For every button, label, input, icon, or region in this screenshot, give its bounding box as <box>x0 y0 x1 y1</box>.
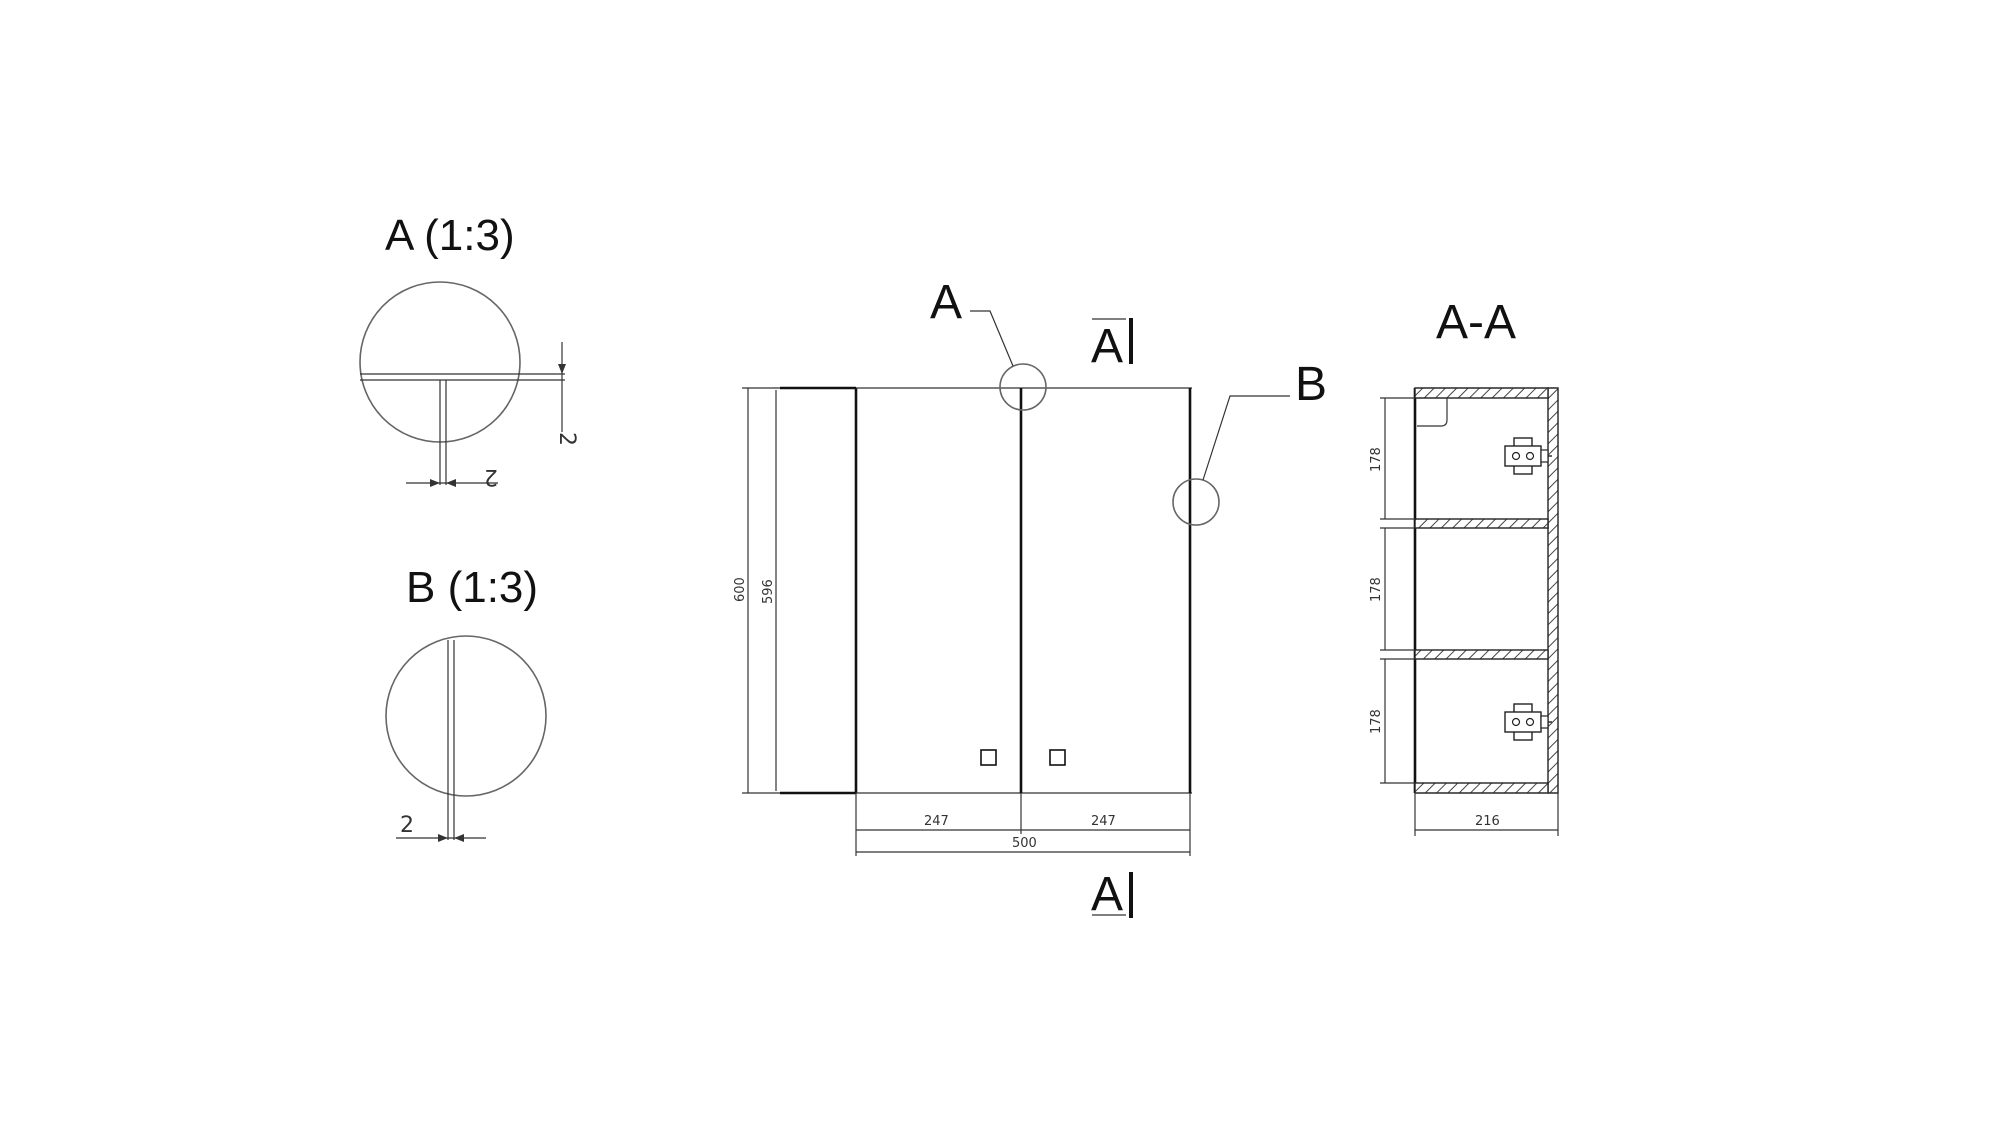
section-back-panel <box>1547 387 1559 794</box>
callout-a-label: A <box>930 276 962 329</box>
dim-height-outer: 600 <box>733 577 748 602</box>
section-mark-bottom: A <box>1091 868 1123 921</box>
dim-width-left: 247 <box>924 814 949 829</box>
hinge-top-icon <box>1504 437 1552 475</box>
section-view: A-A <box>1369 296 1559 836</box>
detail-a-title: A (1:3) <box>385 211 515 260</box>
detail-a-arrow-icon <box>558 364 566 374</box>
detail-a-arrow-icon <box>446 479 456 487</box>
front-view: A B A A 600 596 247 247 500 <box>733 276 1327 921</box>
section-shelf-2 <box>1414 649 1549 660</box>
callout-a-leader <box>970 310 1014 367</box>
dim-shelf-1: 178 <box>1369 447 1384 472</box>
left-door-handle <box>980 749 997 766</box>
section-top-panel <box>1414 387 1549 399</box>
section-bottom-panel <box>1414 782 1549 794</box>
detail-a-dim-horizontal: 2 <box>484 464 498 489</box>
corner-bracket <box>1417 397 1448 427</box>
detail-b: B (1:3) 2 <box>385 563 547 842</box>
dim-shelf-2: 178 <box>1369 577 1384 602</box>
hinge-bottom-icon <box>1504 703 1552 741</box>
callout-a-circle <box>999 363 1047 411</box>
detail-b-arrow-icon <box>438 834 448 842</box>
dim-width-right: 247 <box>1091 814 1116 829</box>
callout-b-leader <box>1202 395 1290 481</box>
callout-b-label: B <box>1295 358 1327 411</box>
callout-b-circle <box>1172 478 1220 526</box>
detail-a-dim-vertical: 2 <box>554 432 579 446</box>
detail-b-dim-horizontal: 2 <box>400 813 414 838</box>
section-shelf-1 <box>1414 518 1549 529</box>
detail-b-arrow-icon <box>454 834 464 842</box>
dim-width-total: 500 <box>1012 836 1037 851</box>
dim-depth: 216 <box>1475 814 1500 829</box>
detail-a: A (1:3) 2 2 <box>359 211 579 489</box>
right-door-handle <box>1049 749 1066 766</box>
detail-b-title: B (1:3) <box>406 563 538 612</box>
detail-b-circle <box>385 635 547 797</box>
section-mark-top: A <box>1091 320 1123 373</box>
dim-shelf-3: 178 <box>1369 709 1384 734</box>
section-view-title: A-A <box>1436 296 1516 349</box>
detail-a-arrow-icon <box>430 479 440 487</box>
dim-height-inner: 596 <box>761 579 776 604</box>
